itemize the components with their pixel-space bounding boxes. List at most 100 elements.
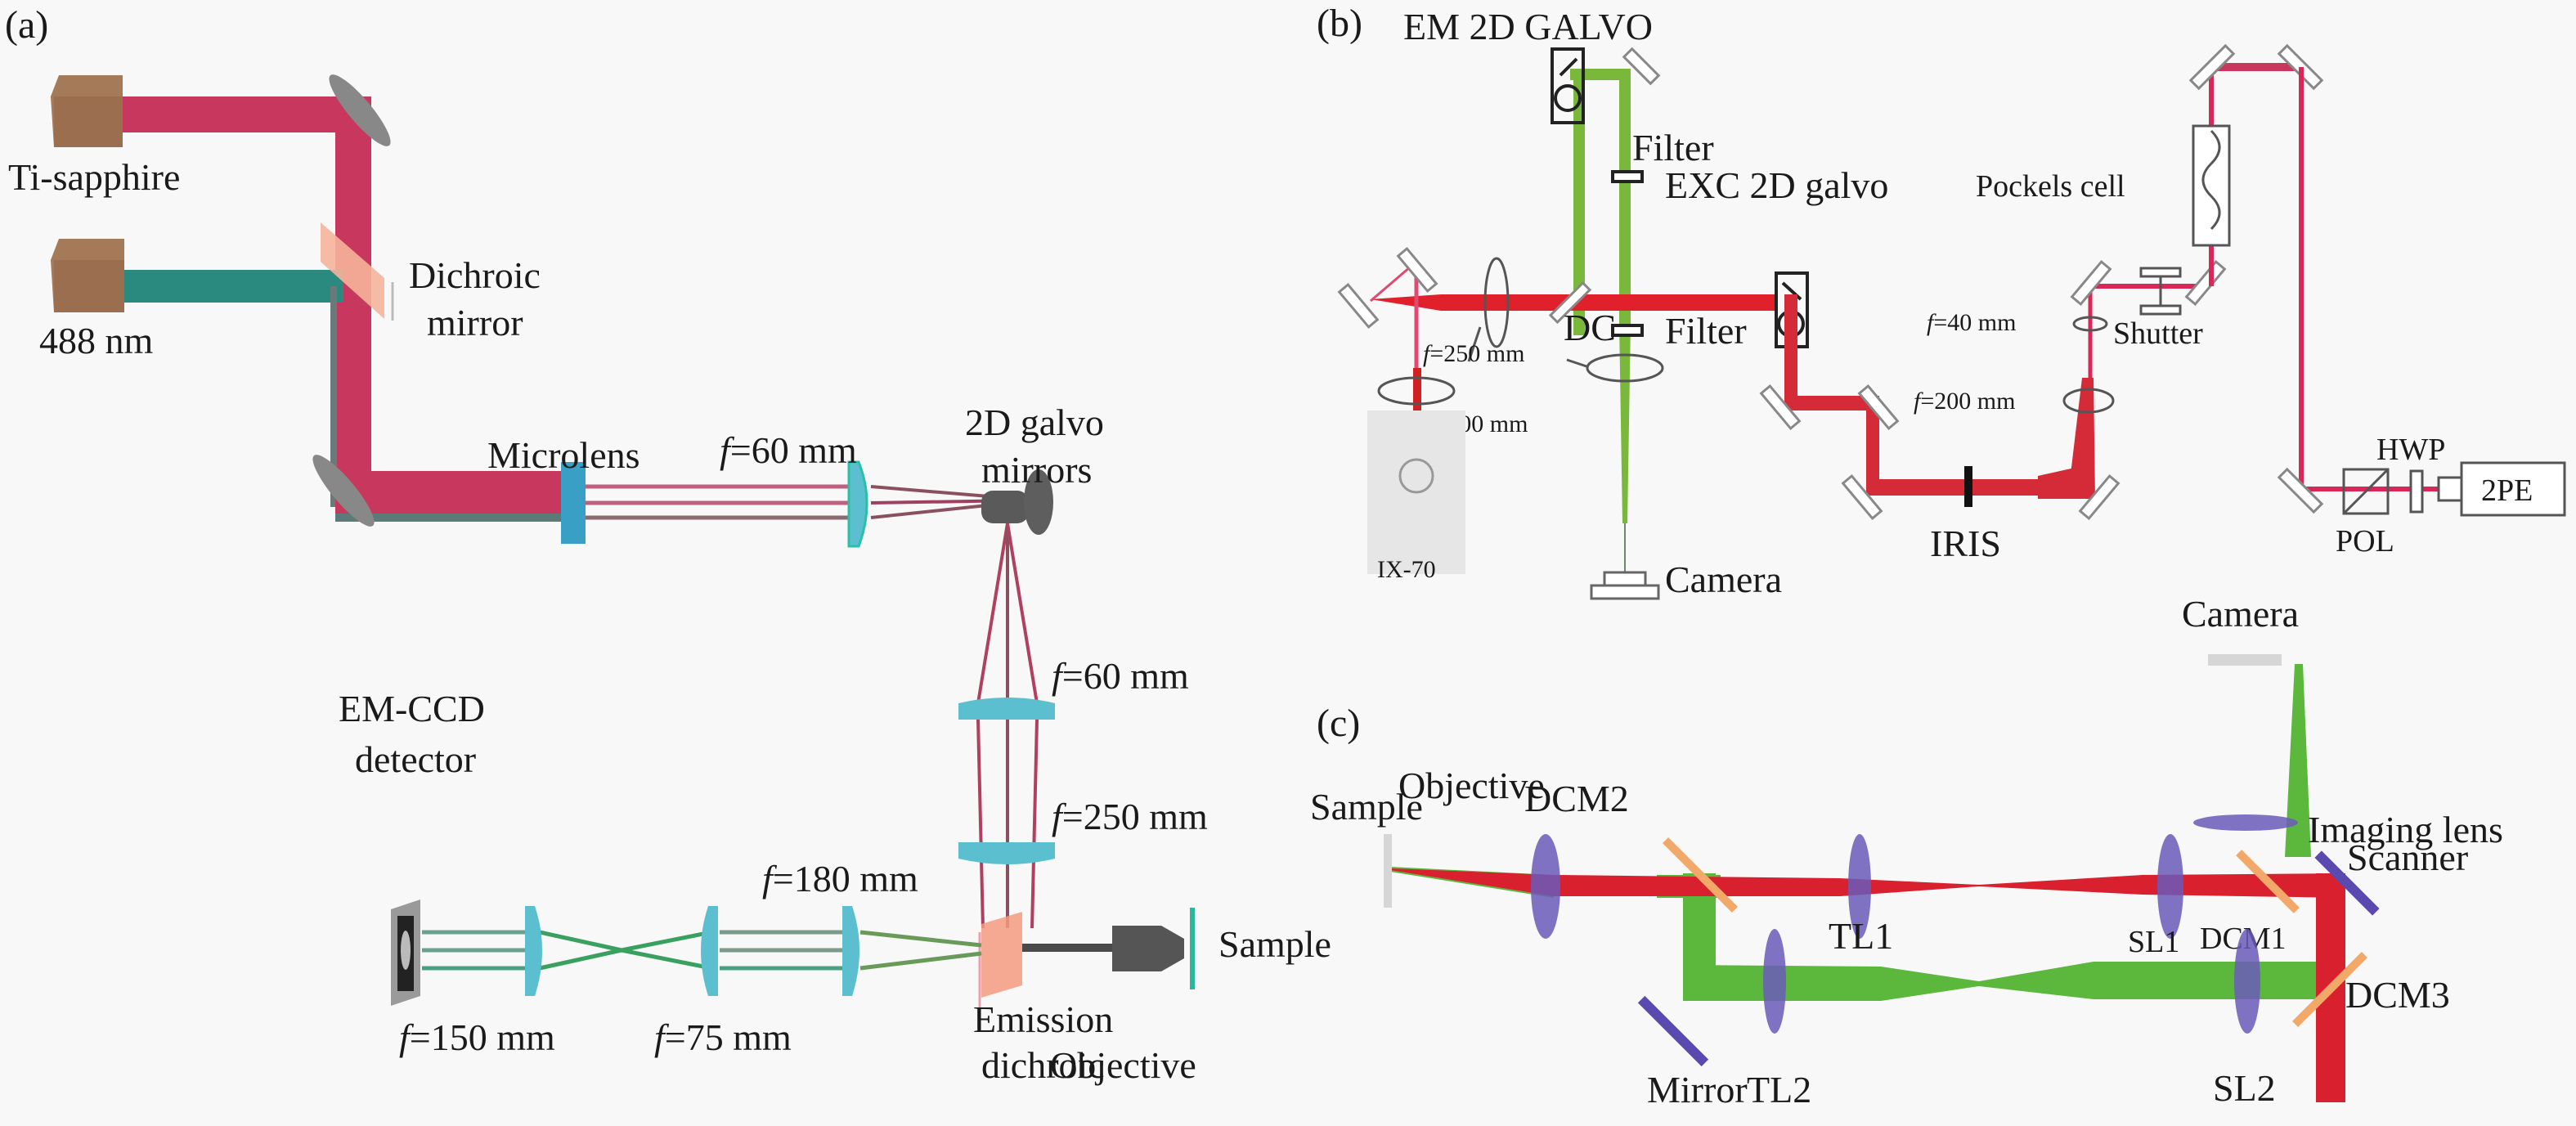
mirror-b-7	[2078, 473, 2120, 521]
mirror-b-9	[2184, 259, 2227, 307]
sl1	[2157, 834, 2183, 939]
em-ccd-detector	[391, 899, 420, 1006]
sl1-label: SL1	[2128, 925, 2179, 959]
hwp-label: HWP	[2376, 433, 2445, 467]
emission-dichroic	[981, 912, 1022, 998]
em-galvo-label: EM 2D GALVO	[1403, 6, 1653, 47]
tl1-label: TL1	[1829, 915, 1893, 957]
pockels-cell	[2192, 124, 2231, 247]
dichroic-label-line1: Dichroic	[409, 254, 541, 296]
dcm1	[2236, 850, 2300, 913]
sl2	[2234, 929, 2260, 1034]
lens-250-label: f=250 mm	[1423, 340, 1524, 367]
shutter-label: Shutter	[2113, 316, 2203, 351]
ix70-microscope	[1367, 410, 1465, 574]
emission-beamlets	[422, 930, 982, 971]
emission-dichroic-label-1: Emission	[973, 998, 1113, 1040]
scanner-label: Scanner	[2347, 837, 2468, 878]
dcm3-label: DCM3	[2345, 974, 2450, 1016]
sample-c-label: Sample	[1310, 786, 1423, 828]
iris-label: IRIS	[1930, 523, 2001, 564]
lens-f60-b	[958, 698, 1055, 720]
mirror-b-6	[1841, 473, 1883, 521]
sample-c	[1384, 834, 1392, 908]
combined-beam	[335, 471, 572, 520]
mirror-b-5	[1857, 384, 1900, 431]
exc-galvo-label: EXC 2D galvo	[1665, 164, 1888, 206]
scanner	[2314, 850, 2380, 916]
lens-f150-label: f=150 mm	[399, 1016, 555, 1058]
pol-label: POL	[2336, 524, 2394, 559]
mirror-b-1	[1622, 47, 1661, 86]
mirror-b-2	[1337, 282, 1380, 330]
dichroic-mirror	[321, 222, 384, 319]
dc-label: DC	[1564, 307, 1616, 348]
microlens-label: Microlens	[487, 434, 640, 476]
dcm3	[2292, 952, 2367, 1027]
beamlets-vertical	[976, 523, 1039, 929]
filter-top-label: Filter	[1632, 127, 1714, 168]
galvo-label-line2: mirrors	[981, 449, 1092, 491]
shutter	[2139, 267, 2182, 316]
galvo-mirrors	[981, 469, 1053, 535]
dichroic-label-line2: mirror	[427, 302, 523, 343]
em-ccd-label-1: EM-CCD	[339, 688, 485, 729]
filter-bottom	[1611, 324, 1644, 337]
ti-sapphire-laser	[51, 75, 123, 147]
objective-c-label: Objective	[1398, 765, 1545, 806]
tl2	[1763, 929, 1786, 1034]
mirror-c	[1637, 995, 1709, 1067]
objective-beam	[1022, 944, 1112, 952]
microlens	[561, 462, 586, 544]
lens-f60-a	[847, 460, 868, 548]
combined-beam-edge	[335, 514, 572, 522]
tl2-label: TL2	[1747, 1069, 1811, 1110]
hwp	[2409, 469, 2424, 514]
lens-f250-a	[958, 842, 1055, 864]
camera-b	[1590, 571, 1660, 600]
ix70-label: IX-70	[1377, 556, 1436, 583]
lens-f150	[525, 906, 542, 996]
mirror-bottom	[312, 455, 375, 527]
lens-f180-label: f=180 mm	[762, 858, 918, 899]
lens-f75-label: f=75 mm	[654, 1016, 792, 1058]
2pe-label: 2PE	[2481, 473, 2533, 508]
panel-a: (a) Ti-sapphire 488 nm Dichroic mirror	[5, 3, 1331, 1086]
dc-mirror	[1548, 280, 1592, 325]
laser-488-box	[51, 239, 124, 312]
lens-f250-label: f=250 mm	[1052, 796, 1208, 837]
objective-c	[1531, 834, 1560, 939]
pockels-label: Pockels cell	[1976, 169, 2125, 204]
polarizer	[2342, 468, 2390, 515]
emission-dichroic-label-2: dichroic	[981, 1044, 1105, 1086]
imaging-lens	[2193, 814, 2298, 831]
mirror-b-4	[1759, 384, 1802, 431]
lens-b-250-horiz	[1586, 353, 1664, 383]
objective-a	[1112, 926, 1184, 971]
galvo-label-line1: 2D galvo	[965, 402, 1104, 443]
panel-a-label: (a)	[5, 3, 48, 47]
lens-b-200	[1377, 376, 1456, 406]
camera-c-label: Camera	[2182, 593, 2299, 635]
red-beam-zigzag	[1784, 294, 2095, 499]
filter-top	[1611, 170, 1644, 183]
filter-bottom-label: Filter	[1665, 310, 1747, 352]
tl1	[1848, 834, 1871, 939]
beamlets-1	[586, 484, 863, 520]
blue-beam-edge	[330, 286, 337, 507]
camera-b-label: Camera	[1665, 559, 1782, 600]
ir-beam-horizontal	[123, 96, 368, 132]
imaging-lens-label: Imaging lens	[2308, 809, 2503, 850]
camera-c	[2208, 654, 2282, 666]
mirror-top	[329, 74, 391, 146]
dcm2-label: DCM2	[1524, 778, 1629, 819]
panel-c: (c) Sample Objective DCM2 TL1 SL1 DCM1 I…	[1310, 593, 2503, 1110]
lens-b-200-right	[2062, 388, 2115, 414]
panel-c-label: (c)	[1317, 702, 1360, 745]
iris	[1964, 466, 1972, 507]
lens-200-right-label: f=200 mm	[1914, 388, 2015, 415]
mirror-b-10	[2188, 43, 2236, 91]
mirror-b-3	[1396, 246, 1438, 294]
